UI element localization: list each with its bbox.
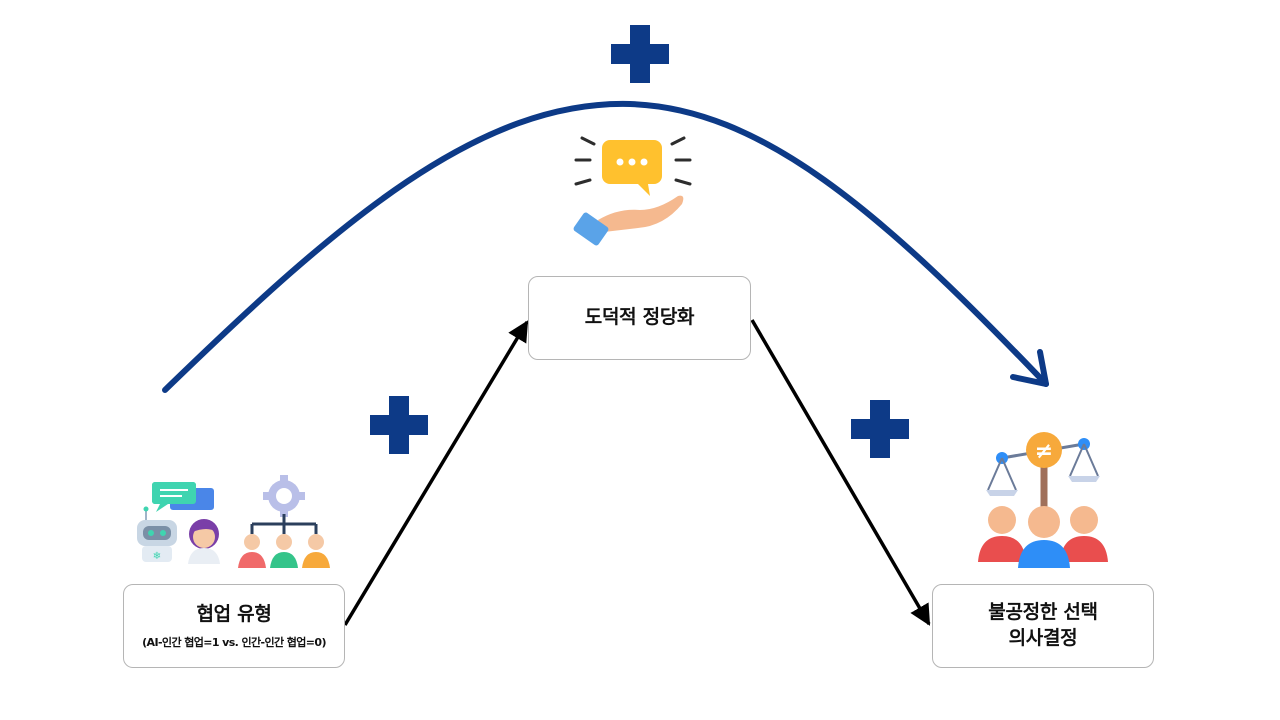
- unequal-scale-people-icon: ≠: [978, 432, 1108, 568]
- svg-text:❄: ❄: [153, 551, 161, 562]
- arrow-middle-to-right: [750, 319, 931, 626]
- indirect-arrowhead: [1010, 349, 1049, 387]
- indirect-path-arrow: [162, 100, 1049, 393]
- node-moral-justification-label: 도덕적 정당화: [584, 306, 695, 329]
- team-hierarchy-icon: [238, 475, 330, 568]
- svg-text:≠: ≠: [1035, 439, 1053, 464]
- ai-human-chat-icon: ❄: [137, 482, 220, 564]
- node-unfair-decision: 불공정한 선택 의사결정: [932, 584, 1154, 668]
- node-collaboration-type: 협업 유형 (AI-인간 협업=1 vs. 인간-인간 협업=0): [123, 584, 345, 668]
- speech-hand-icon: [573, 136, 692, 246]
- node-moral-justification: 도덕적 정당화: [528, 276, 751, 360]
- node-collaboration-type-label: 협업 유형: [196, 603, 272, 626]
- node-collaboration-type-sublabel: (AI-인간 협업=1 vs. 인간-인간 협업=0): [142, 635, 326, 649]
- positive-sign-right: [851, 400, 909, 458]
- arrow-left-to-middle: [343, 320, 529, 626]
- positive-sign-top: [611, 25, 669, 83]
- node-unfair-decision-label-line2: 의사결정: [1008, 627, 1078, 649]
- node-unfair-decision-label-line1: 불공정한 선택: [988, 601, 1098, 624]
- positive-sign-left: [370, 396, 428, 454]
